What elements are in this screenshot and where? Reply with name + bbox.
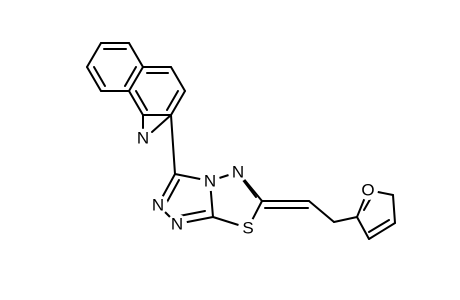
vinyl-linker xyxy=(261,200,335,223)
atom-label-thiadiazole-n: N xyxy=(228,162,248,182)
sulfur-label: S xyxy=(242,219,253,238)
triazole-n-lower-label: N xyxy=(171,215,183,234)
atom-label-quinoline-n: N xyxy=(133,128,153,148)
thiadiazole-n-label: N xyxy=(232,163,244,182)
furan-o-label: O xyxy=(361,181,374,200)
triazole-n-bridge-label: N xyxy=(204,172,216,191)
quinoline-pyridine-ring xyxy=(128,66,186,116)
atom-label-sulfur: S xyxy=(238,218,258,238)
atom-label-triazole-n-upper: N xyxy=(148,195,168,215)
quinoline-n-label: N xyxy=(137,129,149,148)
quinoline-benzo-ring xyxy=(86,42,144,92)
quinoline-triazole-bond xyxy=(170,114,176,175)
atom-label-furan-o: O xyxy=(358,180,378,200)
atom-label-triazole-n-bridge: N xyxy=(200,171,220,191)
atom-label-triazole-n-lower: N xyxy=(167,214,187,234)
triazole-n-upper-label: N xyxy=(152,196,164,215)
